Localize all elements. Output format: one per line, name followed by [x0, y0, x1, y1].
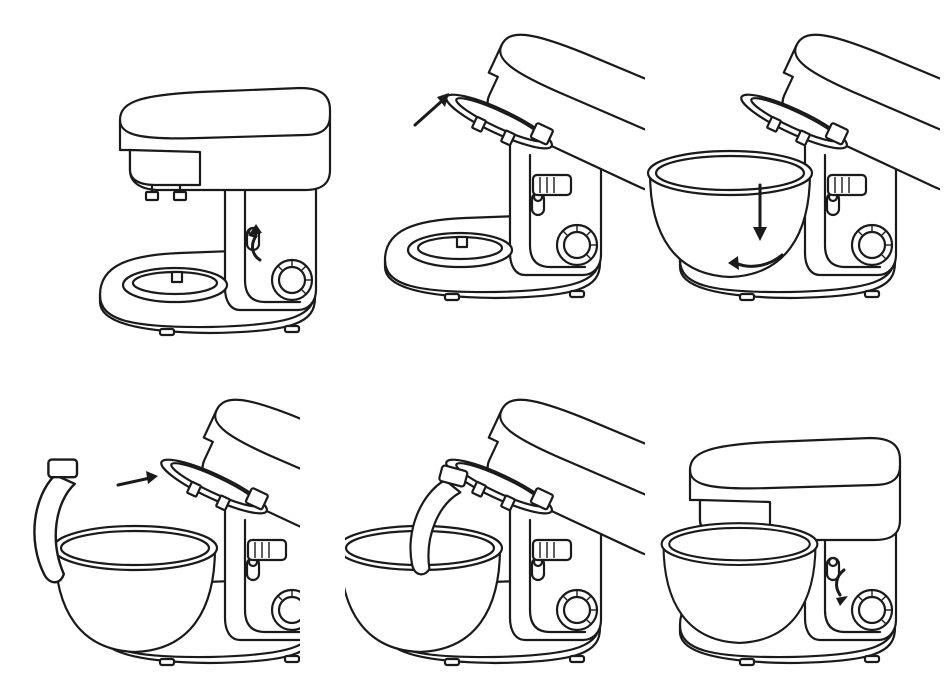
push-arrow-icon: [415, 100, 443, 125]
step-4-insert-hook: [0, 370, 300, 690]
step-2-tilted-mixer: [345, 5, 645, 325]
insert-arrow-icon: [118, 478, 150, 485]
step-6-closed-with-bowl: [640, 370, 940, 690]
stand-mixer-tilted-icon: [0, 370, 300, 690]
stand-mixer-tilted-icon: [345, 5, 645, 325]
step-3-place-bowl: [640, 5, 940, 325]
stand-mixer-closed-icon: [640, 370, 940, 690]
stand-mixer-closed-icon: [60, 40, 360, 360]
stand-mixer-tilted-icon: [640, 5, 940, 325]
step-1-closed-mixer: [60, 40, 360, 360]
step-5-hook-attached: [345, 370, 645, 690]
stand-mixer-tilted-icon: [345, 370, 645, 690]
